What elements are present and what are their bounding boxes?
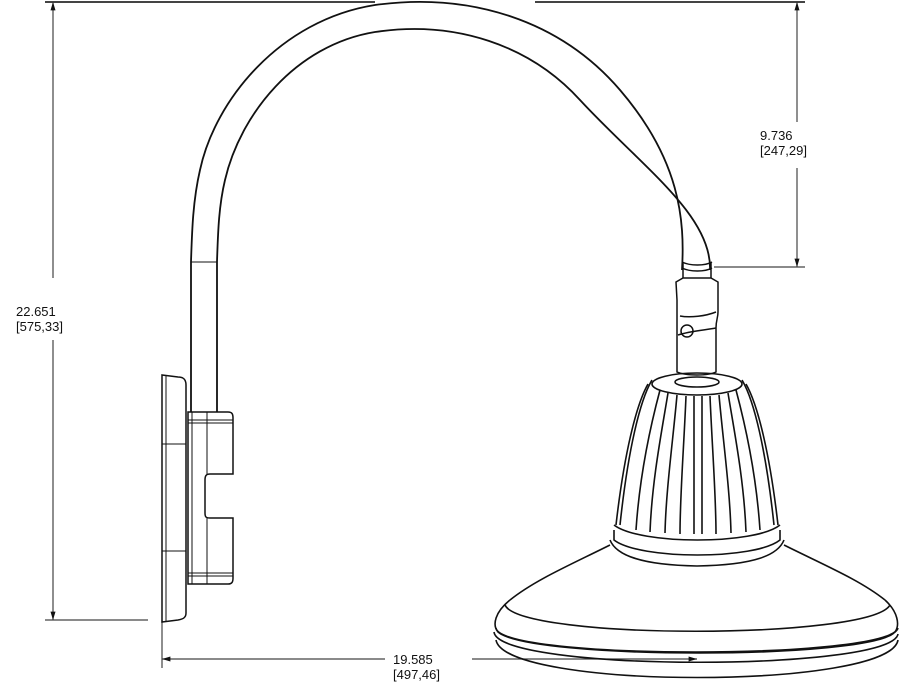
dimension-overall-height — [45, 1, 375, 621]
arm-drop-inches: 9.736 — [760, 128, 793, 143]
dimension-label-arm-drop: 9.736 [247,29] — [760, 128, 807, 158]
dimension-overall-projection — [161, 620, 697, 668]
dimension-arm-drop — [535, 1, 805, 268]
overall-height-inches: 22.651 — [16, 304, 56, 319]
gooseneck-arm — [190, 1, 711, 412]
swivel-knuckle — [675, 261, 719, 376]
dimension-label-overall-projection: 19.585 [497,46] — [393, 652, 440, 682]
overall-height-mm: [575,33] — [16, 319, 63, 334]
heat-sink-housing — [609, 372, 785, 567]
dimension-label-overall-height: 22.651 [575,33] — [16, 304, 63, 334]
overall-projection-inches: 19.585 — [393, 652, 433, 667]
wall-mount-bracket — [161, 374, 234, 623]
lamp-shade — [493, 544, 899, 679]
arm-drop-mm: [247,29] — [760, 143, 807, 158]
overall-projection-mm: [497,46] — [393, 667, 440, 682]
